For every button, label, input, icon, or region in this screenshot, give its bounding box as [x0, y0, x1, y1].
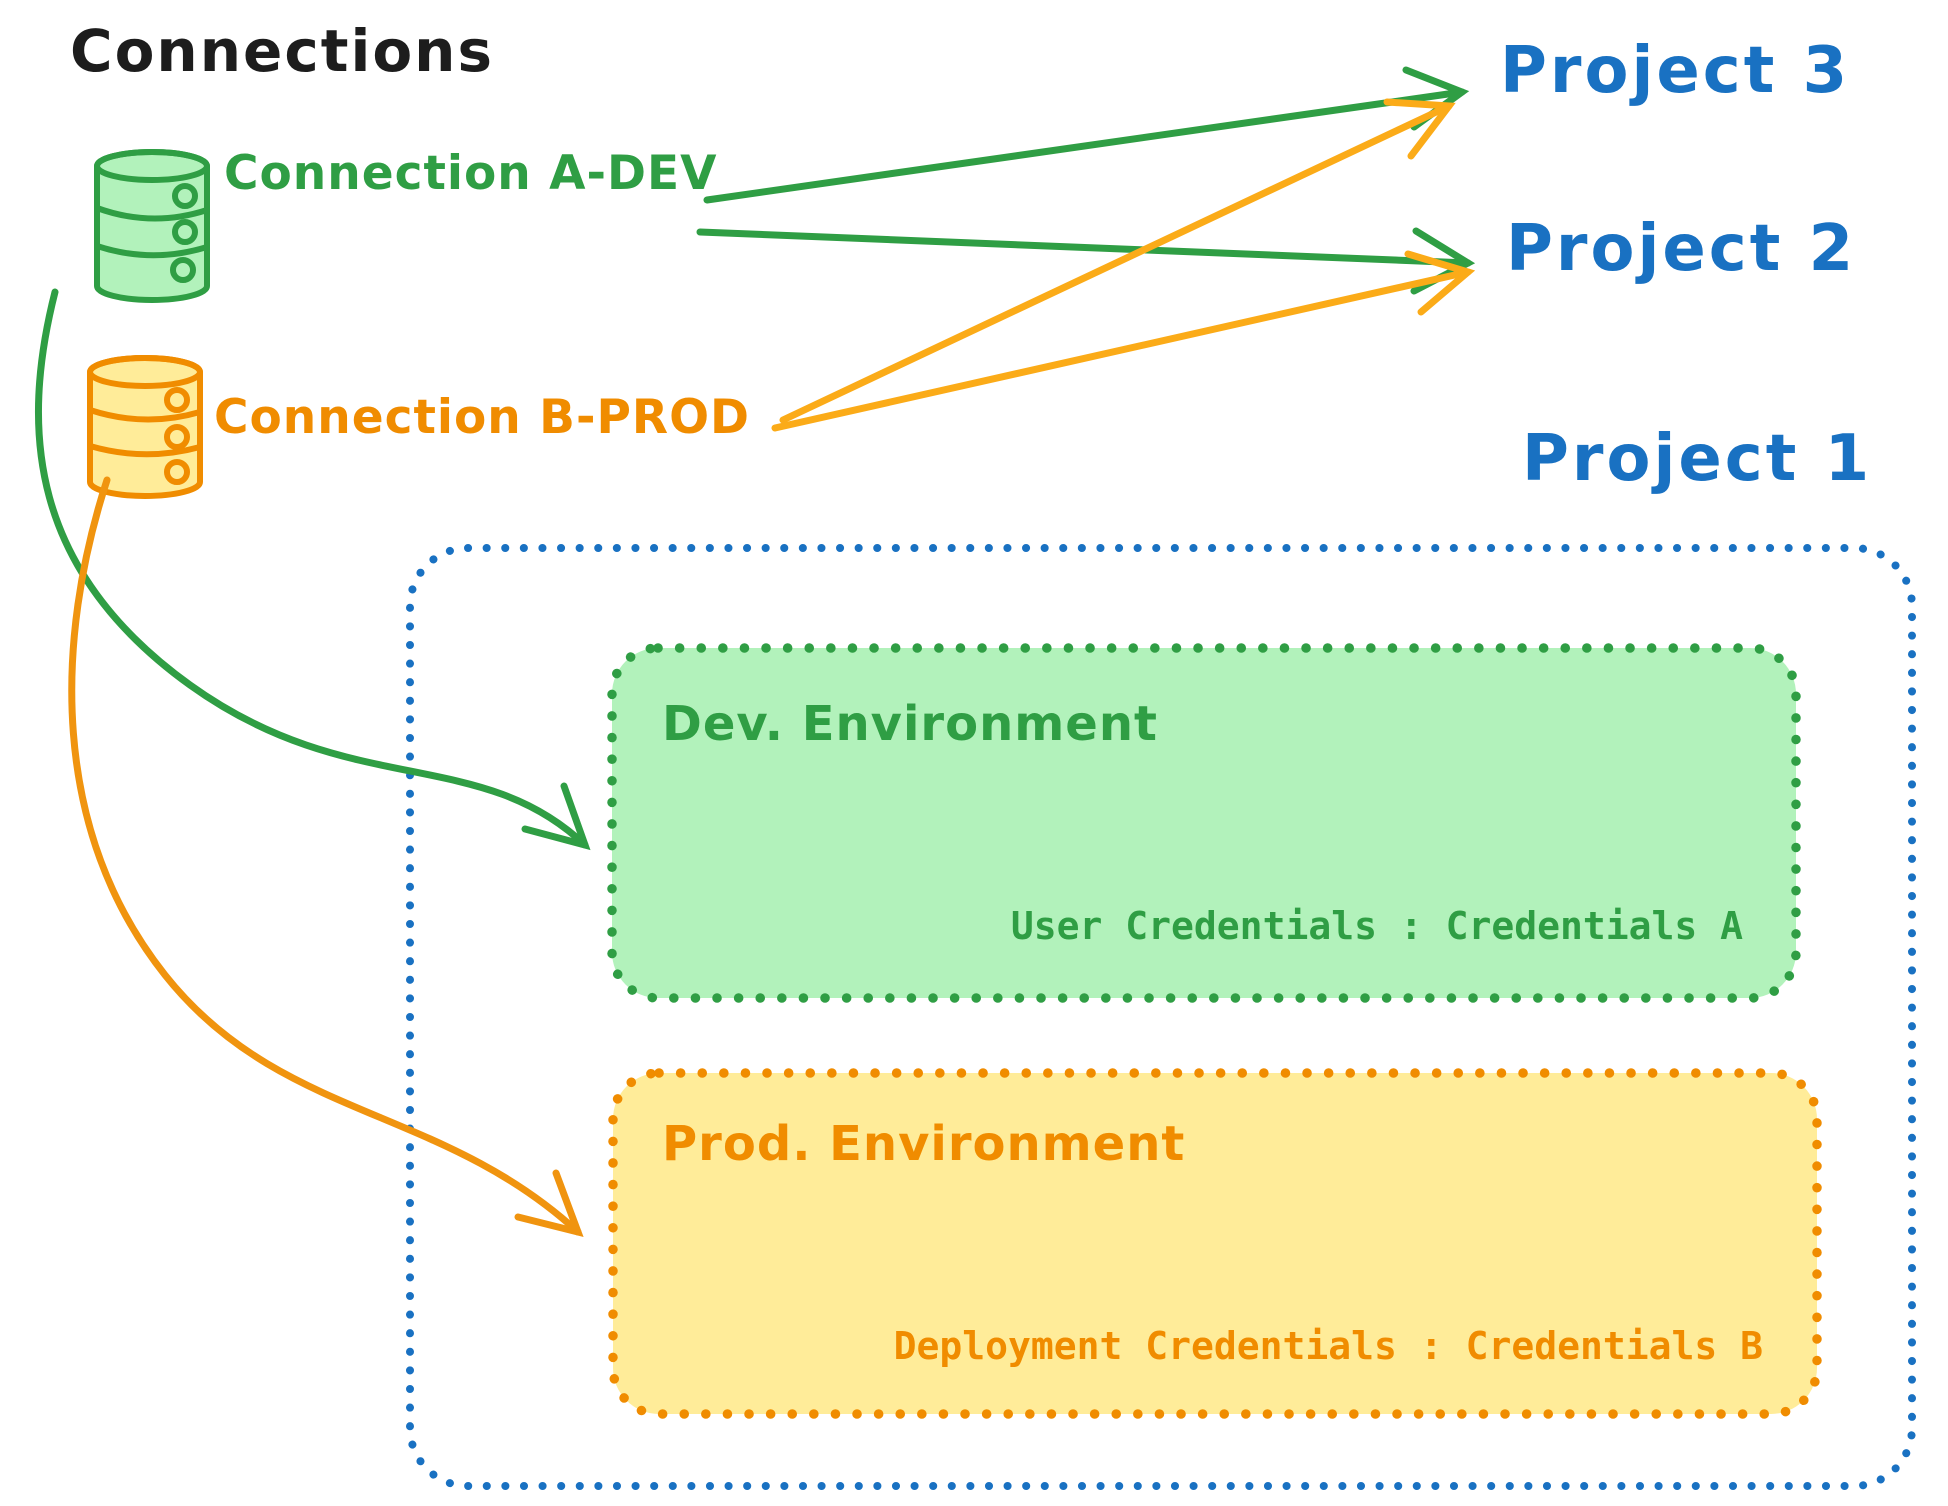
arrow-a-dev-to-project-3 — [703, 66, 1470, 204]
arrow-b-prod-to-project-2 — [771, 250, 1476, 432]
prod-environment-title: Prod. Environment — [662, 1116, 1186, 1172]
diagram-title: Connections — [70, 17, 494, 85]
database-icon-b-prod — [87, 355, 203, 499]
dev-environment-credentials: User Credentials : Credentials A — [1010, 904, 1743, 948]
project-1-label: Project 1 — [1522, 422, 1873, 496]
arrow-a-dev-to-project-2 — [696, 227, 1476, 295]
dev-environment-box — [607, 643, 1801, 1003]
prod-environment-credentials: Deployment Credentials : Credentials B — [893, 1324, 1763, 1368]
connection-a-dev-label: Connection A-DEV — [224, 146, 718, 201]
prod-environment-box — [608, 1068, 1822, 1419]
database-icon-a-dev — [94, 149, 210, 303]
dev-environment-title: Dev. Environment — [662, 696, 1158, 752]
project-3-label: Project 3 — [1500, 34, 1851, 108]
project-2-label: Project 2 — [1506, 212, 1857, 286]
arrow-a-dev-to-dev-environment — [35, 288, 591, 851]
arrow-b-prod-to-prod-environment — [68, 476, 584, 1238]
arrow-b-prod-to-project-3 — [779, 98, 1456, 424]
project-1-box — [406, 544, 1916, 1490]
connection-b-prod-label: Connection B-PROD — [214, 390, 751, 445]
